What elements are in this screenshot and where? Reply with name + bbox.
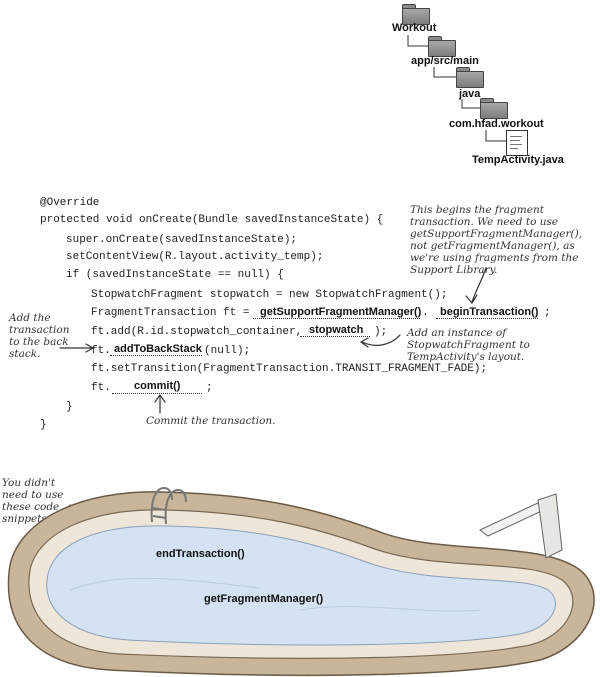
folder-icon <box>428 36 456 57</box>
code-line: super.onCreate(savedInstanceState); <box>66 234 298 246</box>
code-line: ); <box>374 326 388 338</box>
code-line: @Override <box>40 197 100 209</box>
code-dot: . <box>422 307 429 319</box>
pool-snippet-end-transaction: endTransaction() <box>156 548 245 560</box>
folder-package-label: com.hfad.workout <box>449 118 544 130</box>
code-line: ft.setTransition(FragmentTransaction.TRA… <box>91 363 488 375</box>
pool-snippet-get-fragment-manager: getFragmentManager() <box>204 593 324 605</box>
code-semicolon: ; <box>206 382 213 394</box>
folder-app-src-main-label: app/src/main <box>411 55 479 67</box>
code-line: StopwatchFragment stopwatch = new Stopwa… <box>91 289 448 301</box>
answer-blank <box>253 306 420 319</box>
code-semicolon: ; <box>544 307 551 319</box>
folder-icon <box>402 4 430 25</box>
add-fragment-note: Add an instance of StopwatchFragment to … <box>407 327 530 364</box>
code-line: FragmentTransaction ft = <box>91 307 250 319</box>
answer-blank <box>112 381 202 394</box>
folder-icon <box>456 67 484 88</box>
answer-blank <box>436 306 538 319</box>
snippet-add-to-back-stack: addToBackStack <box>114 343 202 355</box>
snippet-stopwatch: stopwatch <box>309 324 364 336</box>
commit-note: Commit the transaction. <box>146 415 276 427</box>
answer-blank <box>300 324 370 337</box>
answer-blank <box>110 343 202 356</box>
code-line: ft. <box>91 382 111 394</box>
code-line: ft. <box>91 345 111 357</box>
code-line: protected void onCreate(Bundle savedInst… <box>40 214 384 226</box>
snippet-commit: commit() <box>134 380 181 392</box>
folder-java-label: java <box>459 88 481 100</box>
folder-tree-connectors <box>407 35 506 142</box>
folder-icon <box>480 98 508 119</box>
folder-workout-label: Workout <box>392 22 437 34</box>
code-line: (null); <box>204 345 251 357</box>
begin-transaction-note: This begins the fragment transaction. We… <box>410 204 583 277</box>
code-line: setContentView(R.layout.activity_temp); <box>66 251 324 263</box>
code-line: } <box>66 401 73 413</box>
file-tempactivity-label: TempActivity.java <box>472 154 564 166</box>
snippet-get-support-fragment-manager: getSupportFragmentManager() <box>260 306 422 318</box>
pool-note: You didn't need to use these code snippe… <box>2 477 64 526</box>
java-file-icon <box>506 130 528 156</box>
snippet-begin-transaction: beginTransaction() <box>440 306 539 318</box>
pool-illustration <box>7 486 595 677</box>
code-line: ft.add(R.id.stopwatch_container, <box>91 326 303 338</box>
back-stack-note: Add the transaction to the back stack. <box>9 312 70 361</box>
code-line: } <box>40 419 47 431</box>
code-line: if (savedInstanceState == null) { <box>66 269 284 281</box>
